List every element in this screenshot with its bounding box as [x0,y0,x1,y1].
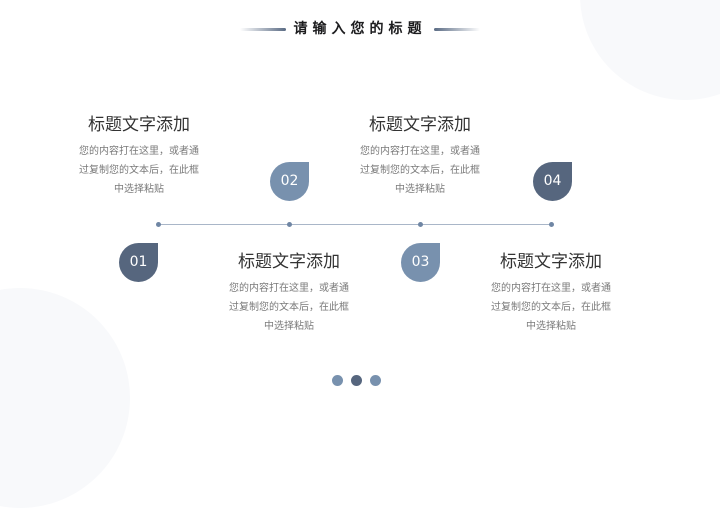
step-1-line-2: 过复制您的文本后，在此框 [79,165,199,176]
step-4-title: 标题文字添加 [500,252,602,272]
step-2-text: 标题文字添加 您的内容打在这里，或者通 过复制您的文本后，在此框 中选择粘贴 [209,251,369,336]
title-decoration-left [240,28,286,31]
step-badge-04: 04 [533,162,572,201]
step-4-text: 标题文字添加 您的内容打在这里，或者通 过复制您的文本后，在此框 中选择粘贴 [471,251,631,336]
step-1-line-1: 您的内容打在这里，或者通 [79,146,199,157]
step-4-line-1: 您的内容打在这里，或者通 [491,283,611,294]
slide-title: 请输入您的标题 [293,21,427,37]
step-1-line-3: 中选择粘贴 [114,184,164,195]
step-3-text: 标题文字添加 您的内容打在这里，或者通 过复制您的文本后，在此框 中选择粘贴 [340,114,500,199]
step-2-line-1: 您的内容打在这里，或者通 [229,283,349,294]
timeline-line [158,224,551,225]
pager-dot-1[interactable] [332,375,343,386]
step-2-title: 标题文字添加 [238,252,340,272]
step-3-line-1: 您的内容打在这里，或者通 [360,146,480,157]
title-decoration-right [434,28,480,31]
timeline-node-3 [418,222,423,227]
step-2-line-2: 过复制您的文本后，在此框 [229,302,349,313]
pager-dot-3[interactable] [370,375,381,386]
step-1-text: 标题文字添加 您的内容打在这里，或者通 过复制您的文本后，在此框 中选择粘贴 [59,114,219,199]
step-4-line-2: 过复制您的文本后，在此框 [491,302,611,313]
step-4-line-3: 中选择粘贴 [526,321,576,332]
step-1-title: 标题文字添加 [88,115,190,135]
step-badge-03: 03 [401,243,440,282]
pager-dot-2-active[interactable] [351,375,362,386]
step-badge-02: 02 [270,162,309,201]
timeline-node-1 [156,222,161,227]
step-3-title: 标题文字添加 [369,115,471,135]
timeline-node-2 [287,222,292,227]
step-badge-01: 01 [119,243,158,282]
step-2-line-3: 中选择粘贴 [264,321,314,332]
step-3-line-3: 中选择粘贴 [395,184,445,195]
step-3-line-2: 过复制您的文本后，在此框 [360,165,480,176]
background-circle-top-right [580,0,720,100]
slide-header: 请输入您的标题 [0,18,720,42]
background-circle-bottom-left [0,288,130,508]
timeline-node-4 [549,222,554,227]
